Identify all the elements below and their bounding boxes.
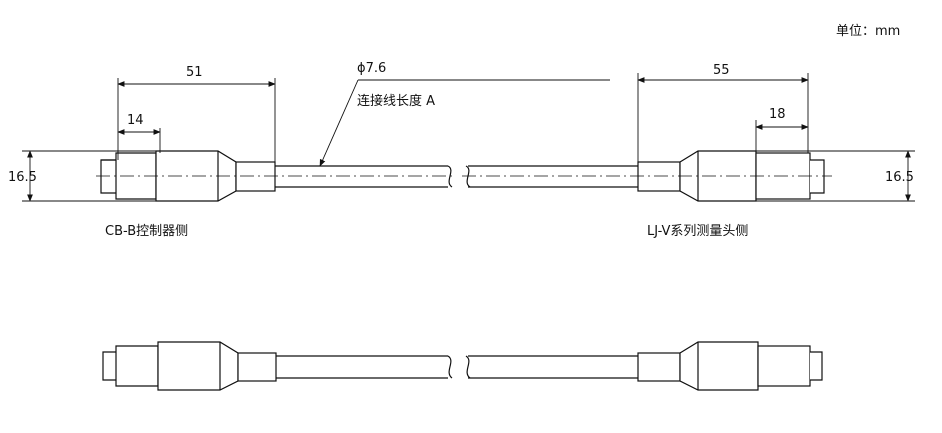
left-end-label: CB-B控制器侧 bbox=[105, 224, 189, 239]
cable-length-label: 连接线长度 A bbox=[357, 94, 436, 109]
dim-left-plug: 14 bbox=[127, 113, 144, 128]
right-strain-relief bbox=[637, 161, 681, 192]
dim-right-plug: 18 bbox=[769, 107, 786, 122]
dim-left-overall: 51 bbox=[186, 65, 203, 80]
dimension-lines bbox=[22, 73, 915, 202]
dim-right-overall: 55 bbox=[713, 63, 730, 78]
dim-height-left: 16.5 bbox=[8, 170, 37, 185]
bottom-cable-assembly bbox=[102, 341, 823, 391]
cable-diameter-label: ϕ7.6 bbox=[357, 61, 387, 76]
top-cable-assembly bbox=[100, 150, 825, 202]
right-end-label: LJ-V系列测量头侧 bbox=[647, 224, 749, 239]
dim-height-right: 16.5 bbox=[885, 170, 914, 185]
unit-label: 单位：mm bbox=[836, 24, 901, 39]
left-strain-relief bbox=[235, 161, 276, 192]
